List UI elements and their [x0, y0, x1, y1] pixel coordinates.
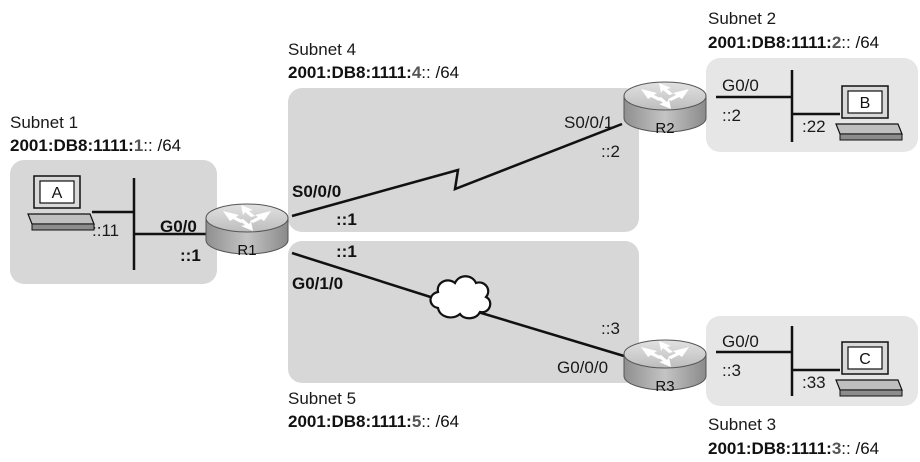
subnet-1-name: Subnet 1: [10, 113, 78, 132]
host-a-addr: ::11: [92, 221, 119, 240]
r1-g00-label: G0/0: [160, 217, 197, 236]
r3-g00-addr: ::3: [722, 361, 741, 380]
host-a-letter: A: [52, 185, 63, 202]
ethernet-wan-link-a: [291, 251, 441, 302]
subnet-1-prefix: 2001:DB8:1111:1:: /64: [10, 136, 181, 155]
pc-icon: [835, 341, 903, 397]
serial-link-zigzag: [291, 122, 623, 218]
host-b-addr: :22: [802, 117, 826, 136]
router-r2-name: R2: [655, 120, 674, 137]
subnet-2-lan: [716, 70, 840, 142]
r2-s001-label: S0/0/1: [564, 113, 613, 132]
host-a[interactable]: A: [27, 175, 95, 231]
subnet-5-name: Subnet 5: [288, 389, 356, 408]
subnet-4-prefix: 2001:DB8:1111:4:: /64: [288, 63, 459, 82]
r1-s000-label: S0/0/0: [292, 182, 341, 201]
host-b[interactable]: B: [835, 85, 903, 141]
r3-g00-label: G0/0: [722, 332, 759, 351]
r1-g010-addr: ::1: [336, 242, 357, 261]
r3-g000-label: G0/0/0: [557, 358, 608, 377]
subnet-4-name: Subnet 4: [288, 40, 356, 59]
router-r3-name: R3: [655, 378, 674, 395]
router-r3[interactable]: R3: [623, 339, 707, 395]
subnet-3-name: Subnet 3: [708, 415, 776, 434]
subnet-4-area: [288, 88, 639, 232]
r2-g00-label: G0/0: [722, 76, 759, 95]
pc-icon: [835, 85, 903, 141]
subnet-3-prefix: 2001:DB8:1111:3:: /64: [708, 439, 879, 458]
subnet-3-lan: [716, 326, 840, 396]
subnet-2-prefix: 2001:DB8:1111:2:: /64: [708, 33, 879, 52]
cloud-icon: [429, 275, 492, 320]
router-r1[interactable]: R1: [205, 203, 289, 259]
router-r1-name: R1: [237, 242, 256, 259]
r1-g00-addr: ::1: [180, 246, 201, 265]
host-b-letter: B: [860, 95, 871, 112]
r3-g000-addr: ::3: [601, 319, 620, 338]
r2-g00-addr: ::2: [722, 106, 741, 125]
pc-icon: [27, 175, 95, 231]
r1-g010-label: G0/1/0: [292, 274, 343, 293]
host-c-letter: C: [859, 351, 871, 368]
subnet-2-name: Subnet 2: [708, 9, 776, 28]
host-c-addr: :33: [802, 373, 826, 392]
router-r2[interactable]: R2: [623, 81, 707, 137]
subnet-1-lan: [92, 178, 206, 270]
r2-s001-addr: ::2: [601, 142, 620, 161]
r1-s000-addr: ::1: [336, 210, 357, 229]
host-c[interactable]: C: [835, 341, 903, 397]
ethernet-wan-link-b: [477, 310, 625, 358]
subnet-5-prefix: 2001:DB8:1111:5:: /64: [288, 412, 459, 431]
